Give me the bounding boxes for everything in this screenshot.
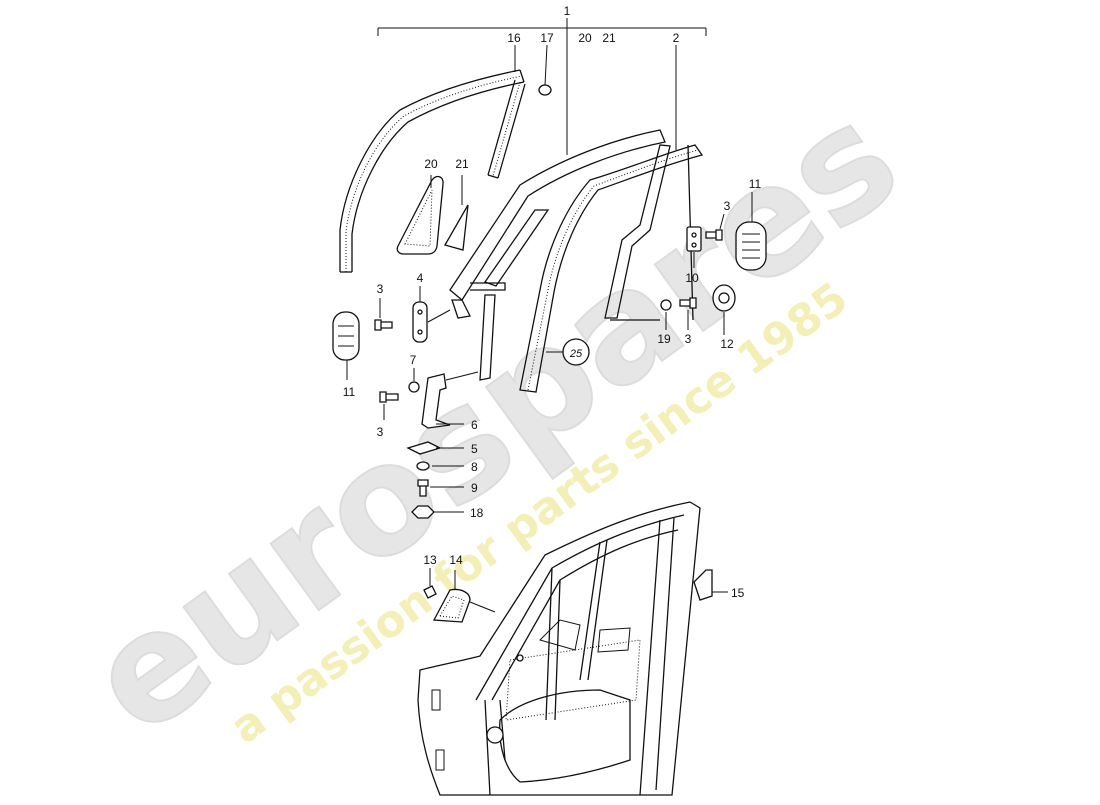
- window-channel: [519, 45, 704, 393]
- watermark-logo: eurospares: [59, 71, 929, 769]
- screw-3-right-bottom: [679, 297, 697, 309]
- nut-18: [411, 505, 435, 519]
- left-hardware: [332, 286, 479, 519]
- callout-20-top: 20: [578, 31, 592, 45]
- callout-17: 17: [540, 31, 554, 45]
- right-hardware: [660, 192, 767, 335]
- watermark: eurospares a passion for parts since 198…: [58, 70, 930, 770]
- window-seal-strip: [339, 45, 526, 273]
- callout-21-top: 21: [602, 31, 616, 45]
- callout-labels: 1 16 17 20 21 2 20 21 3 11 10 19 3 12 3 …: [343, 4, 762, 600]
- quarter-window-glass: [444, 175, 469, 251]
- callout-1: 1: [564, 4, 571, 18]
- callout-7: 7: [410, 353, 417, 367]
- mirror-hardware: [423, 568, 728, 623]
- washer-19: [660, 299, 672, 311]
- callout-2: 2: [673, 31, 680, 45]
- callout-8: 8: [471, 460, 478, 474]
- callout-3-right-bottom: 3: [685, 332, 692, 346]
- clip-17: [538, 44, 552, 96]
- callout-15: 15: [731, 586, 745, 600]
- callout-10: 10: [685, 271, 699, 285]
- callout-19: 19: [657, 332, 671, 346]
- callout-6: 6: [471, 418, 478, 432]
- mirror-cover-14: [432, 588, 471, 623]
- callout-5: 5: [471, 442, 478, 456]
- callout-12: 12: [720, 337, 734, 351]
- screw-3-left-top: [374, 319, 393, 331]
- quarter-window-seal: [396, 175, 444, 255]
- callout-3-left-top: 3: [377, 282, 384, 296]
- bolt-9: [417, 479, 429, 497]
- callout-14: 14: [449, 553, 463, 567]
- screw-3-right-top: [705, 229, 723, 241]
- callout-3-right-top: 3: [724, 199, 731, 213]
- bracket-6: [421, 373, 451, 429]
- washer-7: [408, 381, 420, 393]
- bracket-10: [686, 226, 702, 252]
- reference-marker: 25: [562, 338, 590, 366]
- door-shell: [417, 501, 701, 796]
- callout-11-right: 11: [749, 177, 762, 191]
- screw-3-left-bottom: [379, 391, 399, 403]
- callout-3-left-bottom: 3: [377, 425, 384, 439]
- callout-21: 21: [455, 157, 469, 171]
- callout-13: 13: [423, 553, 437, 567]
- callout-11-left: 11: [343, 385, 356, 399]
- reference-label: 25: [569, 348, 583, 360]
- cover-15: [693, 569, 713, 601]
- callout-18: 18: [470, 506, 484, 520]
- plate-4: [412, 301, 428, 343]
- window-frame: [449, 28, 666, 381]
- callout-16: 16: [507, 31, 521, 45]
- assembly-bracket: [377, 18, 707, 36]
- callout-20: 20: [424, 157, 438, 171]
- callout-9: 9: [471, 481, 478, 495]
- washer-8: [416, 461, 430, 471]
- screw-13: [423, 585, 437, 599]
- grommet-11-right: [735, 221, 767, 271]
- callout-4: 4: [417, 271, 424, 285]
